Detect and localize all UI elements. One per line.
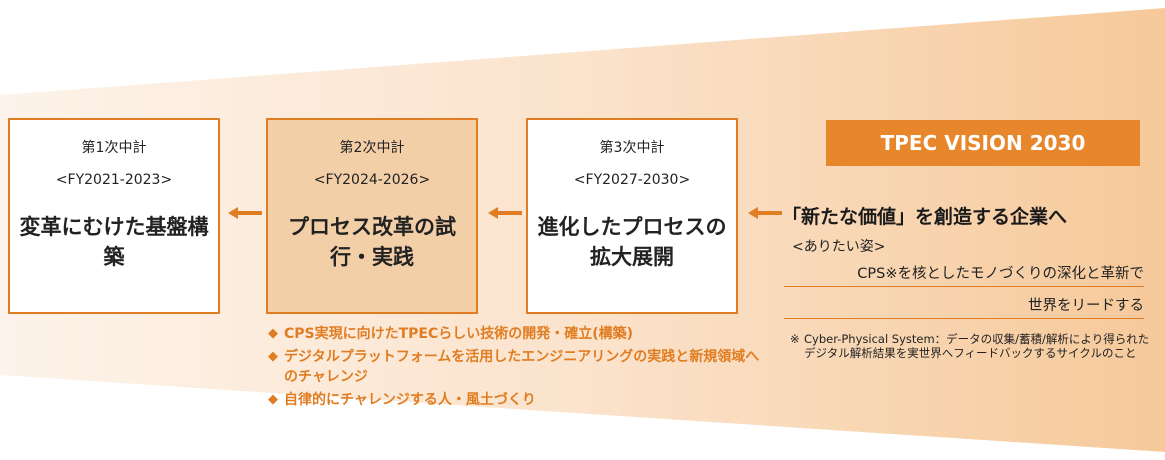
footnote-text: Cyber-Physical System：データの収集/蓄積/解析により得られ…	[804, 332, 1150, 360]
arrow-left-icon	[228, 207, 262, 219]
aspiration-label: <ありたい姿>	[792, 239, 886, 255]
plan-label: 第2次中計	[339, 140, 405, 156]
diamond-icon: ◆	[268, 326, 278, 341]
plan-box-1: 第1次中計 <FY2021-2023> 変革にむけた基盤構築	[8, 118, 220, 314]
footnote-mark: ※	[790, 332, 800, 346]
focus-bullet-text: デジタルプラットフォームを活用したエンジニアリングの実践と新規領域へのチャレンジ	[284, 349, 760, 385]
plan-label: 第1次中計	[81, 140, 147, 156]
plan-period: <FY2027-2030>	[573, 172, 691, 188]
plan-period: <FY2024-2026>	[313, 172, 431, 188]
plan-title: プロセス改革の試行・実践	[288, 215, 456, 269]
focus-bullet: ◆ CPS実現に向けたTPECらしい技術の開発・確立(構築)	[268, 324, 768, 344]
aspiration-line-2: 世界をリードする	[784, 294, 1144, 319]
aspiration-line-1: CPS※を核としたモノづくりの深化と革新で	[784, 262, 1144, 287]
plan-box-3: 第3次中計 <FY2027-2030> 進化したプロセスの拡大展開	[526, 118, 738, 314]
cps-footnote: ※ Cyber-Physical System：データの収集/蓄積/解析により得…	[790, 332, 1152, 360]
diamond-icon: ◆	[268, 392, 278, 407]
plan-title: 変革にむけた基盤構築	[19, 215, 209, 269]
vision-headline: 「新たな価値」を創造する企業へ	[782, 206, 1068, 228]
focus-bullet-list: ◆ CPS実現に向けたTPECらしい技術の開発・確立(構築) ◆ デジタルプラッ…	[268, 324, 768, 413]
arrow-left-icon	[748, 207, 782, 219]
plan-title: 進化したプロセスの拡大展開	[537, 215, 727, 269]
diamond-icon: ◆	[268, 349, 278, 364]
plan-period: <FY2021-2023>	[55, 172, 173, 188]
plan-label: 第3次中計	[599, 140, 665, 156]
arrow-left-icon	[488, 207, 522, 219]
focus-bullet-text: CPS実現に向けたTPECらしい技術の開発・確立(構築)	[284, 326, 634, 342]
focus-bullet: ◆ 自律的にチャレンジする人・風土づくり	[268, 390, 768, 410]
focus-bullet: ◆ デジタルプラットフォームを活用したエンジニアリングの実践と新規領域へのチャレ…	[268, 347, 768, 387]
vision-badge: TPEC VISION 2030	[826, 120, 1140, 166]
focus-bullet-text: 自律的にチャレンジする人・風土づくり	[284, 392, 536, 408]
plan-box-2: 第2次中計 <FY2024-2026> プロセス改革の試行・実践	[266, 118, 478, 314]
